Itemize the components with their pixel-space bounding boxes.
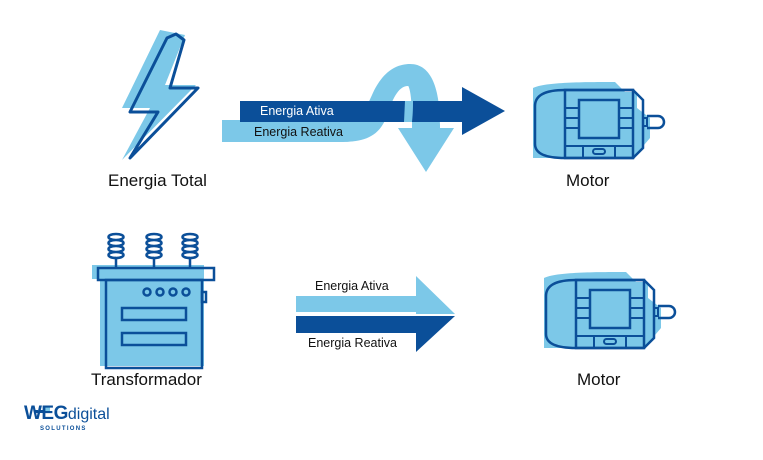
- logo-brand: WEG: [24, 403, 68, 424]
- motor-icon: [533, 82, 666, 160]
- active-energy-arrow-top: [240, 87, 505, 135]
- source-label-transformador: Transformador: [91, 370, 202, 389]
- lightning-bolt-icon: [122, 30, 200, 160]
- logo-tagline: SOLUTIONS: [40, 426, 87, 432]
- logo-mark-icon: [35, 406, 50, 413]
- source-label-energia-total: Energia Total: [108, 171, 207, 190]
- active-energy-label-bottom: Energia Ativa: [315, 279, 389, 293]
- reactive-energy-loop-arrow: [222, 64, 454, 172]
- transformer-icon: [92, 232, 216, 370]
- motor-icon: [544, 272, 677, 350]
- target-label-motor-bottom: Motor: [577, 370, 621, 389]
- split-energy-arrow-bottom: [296, 276, 455, 352]
- reactive-energy-label-top: Energia Reativa: [254, 125, 343, 139]
- reactive-energy-label-bottom: Energia Reativa: [308, 336, 397, 350]
- weg-digital-logo: WEGdigital SOLUTIONS: [24, 403, 110, 432]
- logo-suffix: digital: [67, 406, 110, 423]
- active-energy-label-top: Energia Ativa: [260, 104, 334, 118]
- target-label-motor-top: Motor: [566, 171, 610, 190]
